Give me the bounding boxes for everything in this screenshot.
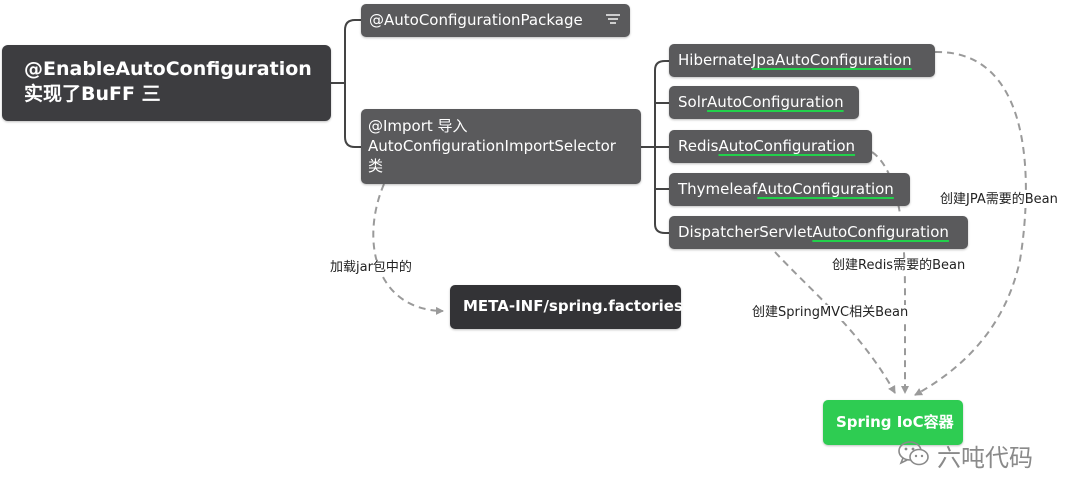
spring-ioc-container-node[interactable]: Spring IoC容器	[823, 400, 963, 445]
thymeleaf-auto-configuration-node[interactable]: ThymeleafAutoConfiguration	[669, 173, 910, 206]
root-line-1: @EnableAutoConfiguration	[24, 58, 312, 80]
menu-lines-icon	[605, 11, 621, 31]
edge-label-create-redis: 创建Redis需要的Bean	[832, 258, 966, 274]
leaf-prefix: Thymeleaf	[678, 180, 758, 198]
wechat-icon	[897, 440, 931, 476]
spring-factories-node[interactable]: META-INF/spring.factories	[450, 285, 683, 329]
import-line-1: @Import 导入	[368, 117, 468, 135]
import-selector-node[interactable]: @Import 导入 AutoConfigurationImportSelect…	[361, 109, 641, 184]
leaf-prefix: Solr	[678, 93, 708, 111]
hibernate-jpa-auto-configuration-node[interactable]: HibernateJpaAutoConfiguration	[669, 44, 935, 77]
leaf-prefix: DispatcherServlet	[678, 223, 813, 241]
package-node-label: @AutoConfigurationPackage	[369, 11, 583, 29]
edge-label-create-mvc: 创建SpringMVC相关Bean	[752, 305, 909, 321]
leaf-underlined: AutoConfiguration	[718, 137, 856, 155]
root-line-2: 实现了BuFF 三	[24, 83, 161, 105]
edge-label-load-jar: 加载jar包中的	[330, 260, 412, 276]
leaf-prefix: Redis	[678, 137, 719, 155]
solr-auto-configuration-node[interactable]: SolrAutoConfiguration	[669, 86, 859, 119]
auto-configuration-package-node[interactable]: @AutoConfigurationPackage	[361, 4, 630, 37]
leaf-prefix: Hibernate	[678, 51, 752, 69]
watermark: 六吨代码	[897, 440, 1033, 472]
watermark-text: 六吨代码	[937, 444, 1033, 472]
import-line-3: 类	[368, 157, 384, 175]
tree-connectors	[331, 19, 669, 234]
leaf-underlined: AutoConfiguration	[707, 93, 844, 111]
leaf-underlined: AutoConfiguration	[812, 223, 949, 241]
factories-label: META-INF/spring.factories	[463, 297, 683, 315]
redis-auto-configuration-node[interactable]: RedisAutoConfiguration	[669, 130, 872, 163]
edge-label-create-jpa: 创建JPA需要的Bean	[940, 192, 1058, 208]
import-line-2: AutoConfigurationImportSelector	[368, 137, 616, 155]
leaf-underlined: JpaAutoConfiguration	[751, 51, 912, 69]
dispatcher-servlet-auto-configuration-node[interactable]: DispatcherServletAutoConfiguration	[669, 216, 968, 249]
root-node-enable-auto-configuration[interactable]: @EnableAutoConfiguration 实现了BuFF 三	[2, 45, 331, 121]
leaf-underlined: AutoConfiguration	[757, 180, 894, 198]
ioc-label: Spring IoC容器	[836, 413, 954, 431]
